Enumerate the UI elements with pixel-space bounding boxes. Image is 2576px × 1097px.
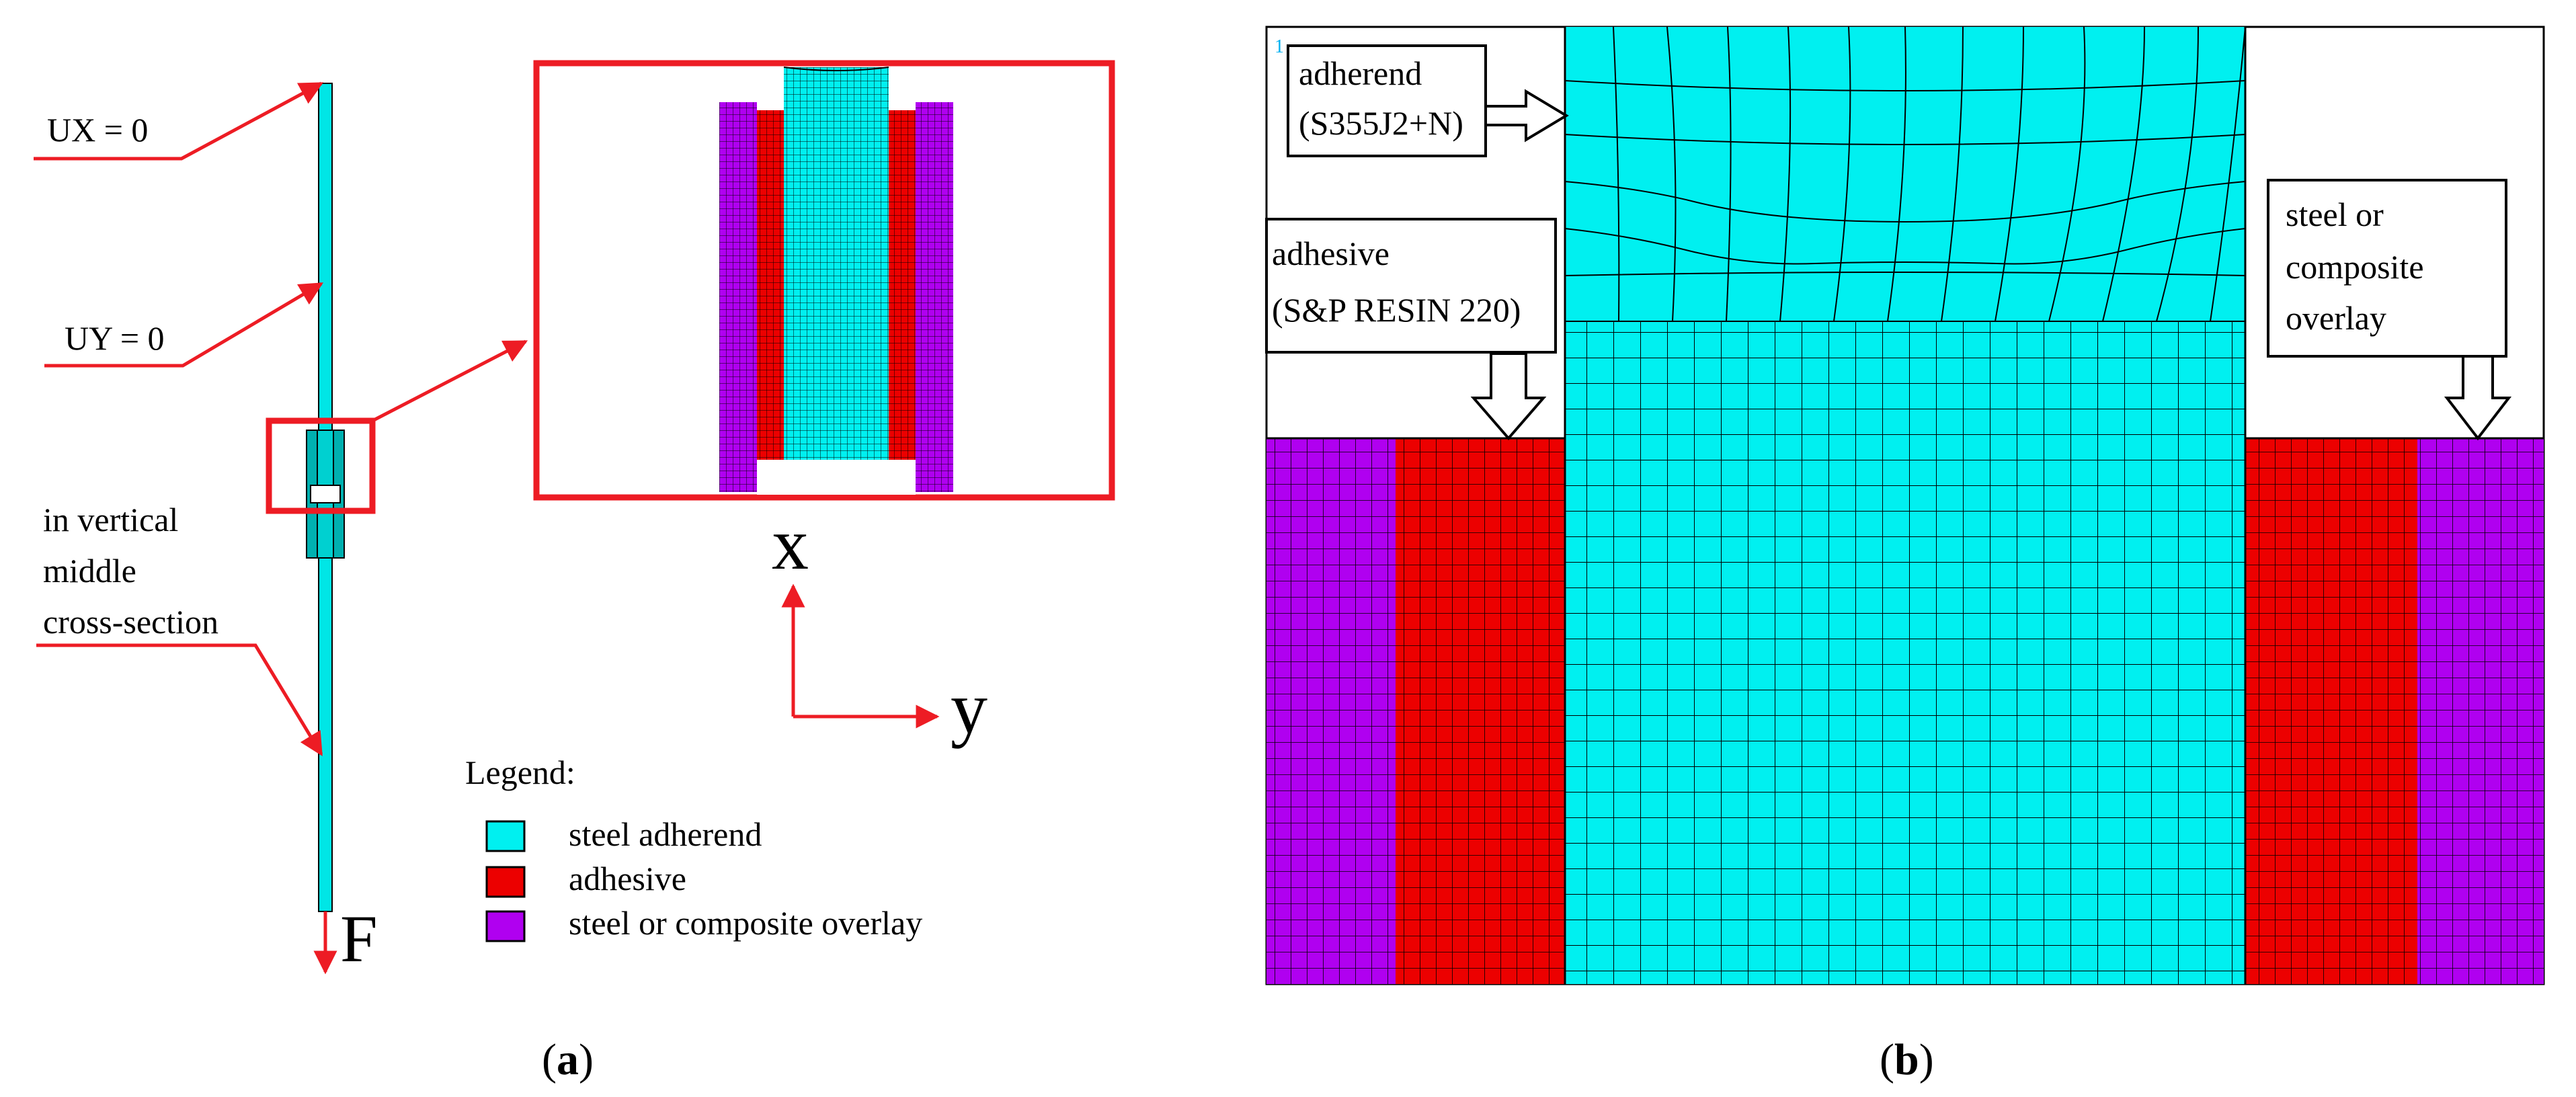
callout-overlay-line1: steel or (2286, 196, 2384, 233)
legend-swatch-adhesive (485, 866, 526, 898)
uy-leader-arrow (44, 282, 324, 368)
overlay-patch (306, 430, 345, 559)
callout-adherend-line1: adherend (1299, 54, 1422, 92)
callout-overlay: steel or composite overlay (2267, 179, 2512, 441)
callout-overlay-arrow (2444, 355, 2512, 441)
coordinate-axes: x y (772, 503, 988, 749)
callout-adherend: adherend (S355J2+N) (1287, 44, 1569, 157)
legend-swatch-overlay (485, 910, 526, 942)
callout-adhesive: adhesive (S&P RESIN 220) (1265, 218, 1557, 441)
axis-y-label: y (951, 667, 988, 749)
legend-swatch-adherend (485, 820, 526, 852)
legend-item-adherend: steel adherend (485, 815, 762, 853)
legend-label-adherend: steel adherend (569, 815, 762, 853)
zoom-box-small (266, 417, 376, 514)
legend-label-overlay: steel or composite overlay (569, 904, 922, 942)
panel-a: UX = 0 UY = 0 in vertical middle cross-s… (34, 60, 1115, 1084)
label-ux: UX = 0 (47, 111, 148, 149)
caption-a: (a) (542, 1035, 594, 1084)
callout-overlay-line2: composite (2286, 248, 2424, 286)
corner-mark: 1 (1275, 36, 1284, 57)
label-uy: UY = 0 (65, 319, 165, 357)
adherend-transition-mesh (1564, 27, 2246, 322)
panel-b: 1 adherend (S355J2+N) adhesive (S&P RESI… (1265, 26, 2545, 1084)
zoom-detail (533, 60, 1115, 501)
callout-adherend-arrow (1484, 89, 1569, 143)
legend-item-overlay: steel or composite overlay (485, 904, 922, 942)
force-label: F (340, 901, 378, 976)
callout-adhesive-line1: adhesive (1272, 235, 1390, 272)
label-vertical-3: cross-section (43, 603, 218, 641)
label-vertical-1: in vertical (43, 501, 178, 538)
callout-overlay-line3: overlay (2286, 299, 2386, 337)
caption-b: (b) (1880, 1035, 1934, 1084)
zoom-arrow (371, 339, 528, 423)
legend: Legend: steel adherend adhesive steel or… (465, 754, 922, 942)
callout-adherend-line2: (S355J2+N) (1299, 104, 1463, 142)
axis-x-label: x (772, 503, 809, 585)
label-vertical-2: middle (43, 552, 136, 590)
legend-title: Legend: (465, 754, 575, 791)
legend-item-adhesive: adhesive (485, 860, 686, 898)
callout-adhesive-line2: (S&P RESIN 220) (1272, 291, 1521, 329)
legend-label-adhesive: adhesive (569, 860, 686, 897)
callout-adhesive-arrow (1470, 352, 1547, 441)
ux-leader-arrow (34, 81, 324, 161)
cross-section-leader-arrow (36, 643, 323, 756)
